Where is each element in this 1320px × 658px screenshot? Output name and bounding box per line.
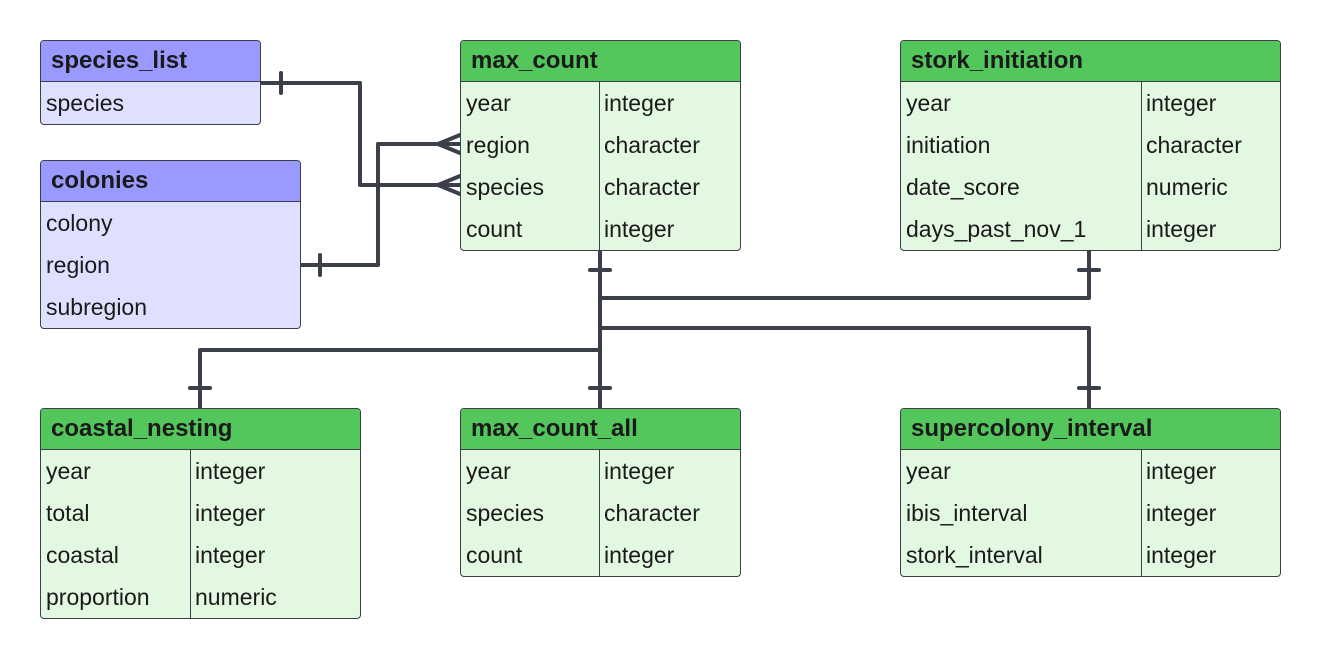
column-name: coastal bbox=[41, 534, 191, 576]
column-name: species bbox=[461, 492, 600, 534]
table-title: species_list bbox=[41, 41, 260, 82]
table-row: total integer bbox=[41, 492, 360, 534]
column-name: date_score bbox=[901, 166, 1142, 208]
column-type: integer bbox=[604, 458, 675, 484]
column-name: species bbox=[46, 90, 124, 116]
column-type: numeric bbox=[195, 584, 277, 610]
table-supercolony-interval[interactable]: supercolony_interval year integer ibis_i… bbox=[900, 408, 1281, 577]
column-type: integer bbox=[604, 90, 675, 116]
column-name: species bbox=[461, 166, 600, 208]
column-type: integer bbox=[1146, 216, 1217, 242]
column-name: year bbox=[901, 450, 1142, 492]
column-name: count bbox=[461, 208, 600, 250]
column-name: days_past_nov_1 bbox=[901, 208, 1142, 250]
table-coastal-nesting[interactable]: coastal_nesting year integer total integ… bbox=[40, 408, 361, 619]
table-row: region bbox=[41, 244, 300, 286]
table-stork-initiation[interactable]: stork_initiation year integer initiation… bbox=[900, 40, 1281, 251]
table-row: year integer bbox=[461, 82, 740, 124]
column-type: character bbox=[604, 174, 700, 200]
table-row: colony bbox=[41, 202, 300, 244]
column-type: numeric bbox=[1146, 174, 1228, 200]
table-colonies[interactable]: colonies colony region subregion bbox=[40, 160, 301, 329]
link-max-count-to-stork-initiation bbox=[598, 249, 1091, 300]
column-name: year bbox=[41, 450, 191, 492]
table-row: count integer bbox=[461, 208, 740, 250]
column-name: region bbox=[461, 124, 600, 166]
column-type: integer bbox=[1146, 90, 1217, 116]
table-row: initiation character bbox=[901, 124, 1280, 166]
table-row: region character bbox=[461, 124, 740, 166]
table-title: max_count bbox=[461, 41, 740, 82]
column-name: ibis_interval bbox=[901, 492, 1142, 534]
table-title: stork_initiation bbox=[901, 41, 1280, 82]
table-row: subregion bbox=[41, 286, 300, 328]
column-name: year bbox=[461, 450, 600, 492]
column-type: integer bbox=[195, 500, 266, 526]
column-name: count bbox=[461, 534, 600, 576]
table-row: coastal integer bbox=[41, 534, 360, 576]
column-type: character bbox=[604, 132, 700, 158]
link-colonies-to-max-count bbox=[299, 142, 462, 267]
table-row: species bbox=[41, 82, 260, 124]
column-name: colony bbox=[46, 210, 113, 236]
column-type: integer bbox=[195, 458, 266, 484]
table-max-count[interactable]: max_count year integer region character … bbox=[460, 40, 741, 251]
column-name: stork_interval bbox=[901, 534, 1142, 576]
link-species-list-to-max-count bbox=[260, 81, 462, 187]
table-row: year integer bbox=[41, 450, 360, 492]
column-name: region bbox=[46, 252, 110, 278]
column-name: initiation bbox=[901, 124, 1142, 166]
link-max-count-to-coastal-nesting bbox=[198, 326, 602, 410]
table-title: coastal_nesting bbox=[41, 409, 360, 450]
table-title: max_count_all bbox=[461, 409, 740, 450]
link-max-count-to-supercolony-interval bbox=[598, 296, 1091, 410]
column-type: integer bbox=[195, 542, 266, 568]
column-name: subregion bbox=[46, 294, 148, 320]
many-marker-max-count-region bbox=[436, 133, 462, 155]
table-row: stork_interval integer bbox=[901, 534, 1280, 576]
table-species-list[interactable]: species_list species bbox=[40, 40, 261, 125]
column-type: character bbox=[604, 500, 700, 526]
column-name: year bbox=[901, 82, 1142, 124]
table-title: colonies bbox=[41, 161, 300, 202]
table-row: species character bbox=[461, 492, 740, 534]
column-type: integer bbox=[1146, 542, 1217, 568]
table-title: supercolony_interval bbox=[901, 409, 1280, 450]
column-type: integer bbox=[604, 542, 675, 568]
table-row: year integer bbox=[461, 450, 740, 492]
column-type: character bbox=[1146, 132, 1242, 158]
table-row: proportion numeric bbox=[41, 576, 360, 618]
many-marker-max-count-species bbox=[436, 174, 462, 196]
table-row: year integer bbox=[901, 450, 1280, 492]
table-max-count-all[interactable]: max_count_all year integer species chara… bbox=[460, 408, 741, 577]
column-type: integer bbox=[1146, 458, 1217, 484]
column-name: proportion bbox=[41, 576, 191, 618]
column-type: integer bbox=[1146, 500, 1217, 526]
column-name: total bbox=[41, 492, 191, 534]
table-row: date_score numeric bbox=[901, 166, 1280, 208]
table-row: count integer bbox=[461, 534, 740, 576]
column-type: integer bbox=[604, 216, 675, 242]
table-row: year integer bbox=[901, 82, 1280, 124]
table-row: ibis_interval integer bbox=[901, 492, 1280, 534]
column-name: year bbox=[461, 82, 600, 124]
table-row: days_past_nov_1 integer bbox=[901, 208, 1280, 250]
table-row: species character bbox=[461, 166, 740, 208]
